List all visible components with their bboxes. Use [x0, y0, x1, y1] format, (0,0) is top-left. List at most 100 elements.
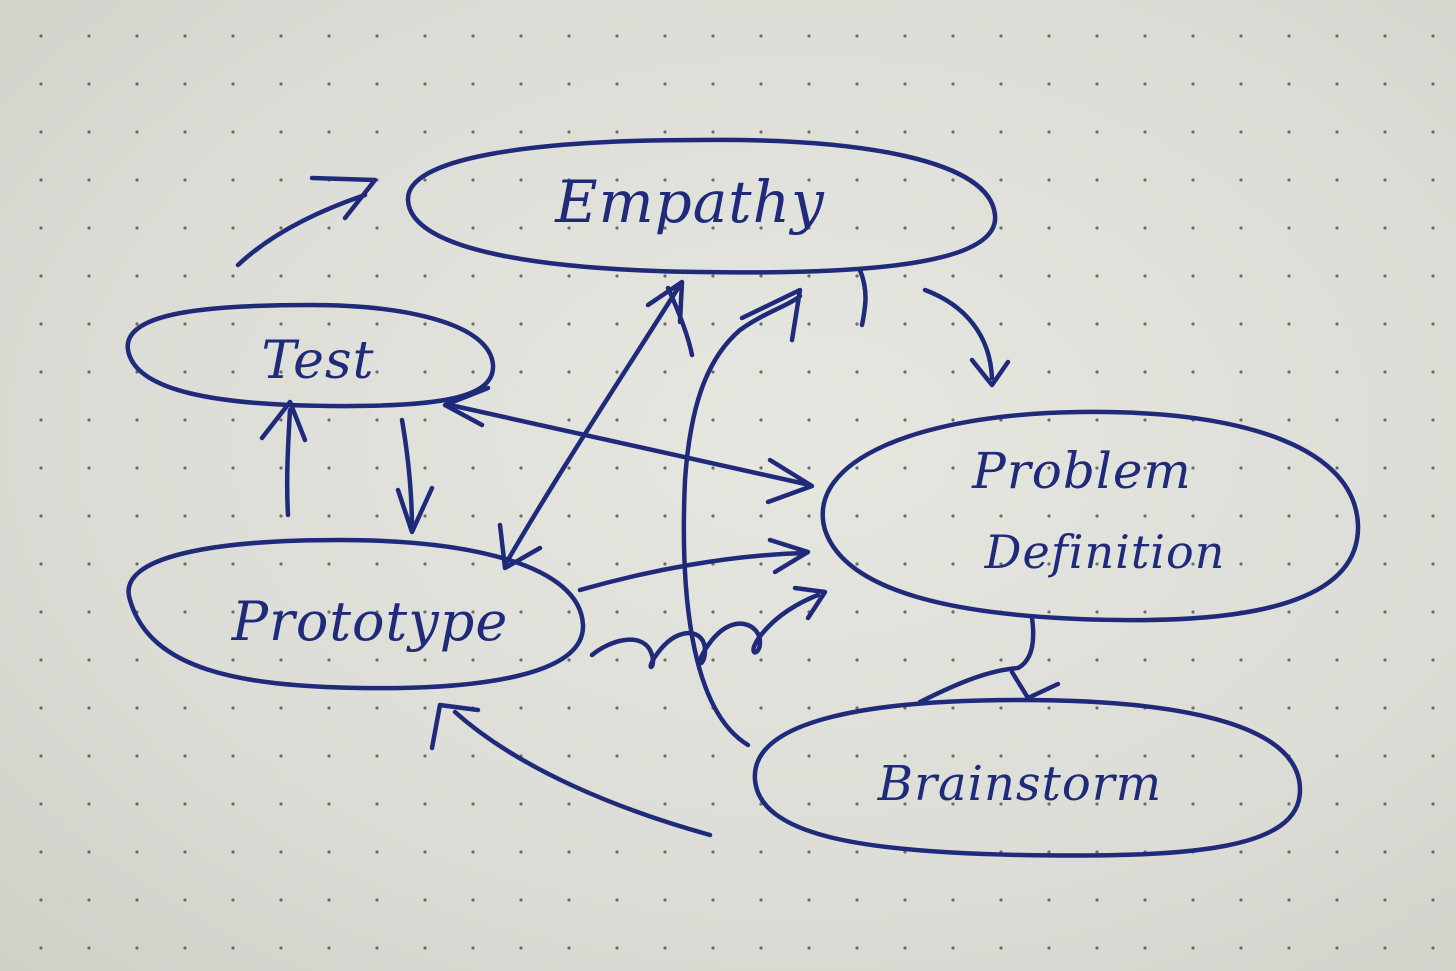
grid-dot	[183, 274, 187, 278]
grid-dot	[1095, 370, 1099, 374]
grid-dot	[1431, 418, 1435, 422]
grid-dot	[183, 562, 187, 566]
grid-dot	[1335, 706, 1339, 710]
grid-dot	[807, 754, 811, 758]
grid-dot	[231, 754, 235, 758]
grid-dot	[327, 322, 331, 326]
grid-dot	[567, 226, 571, 230]
problem-definition-label-line1: Problem	[971, 442, 1192, 500]
grid-dot	[183, 850, 187, 854]
grid-dot	[135, 466, 139, 470]
arrow-prototype-empathy-bidirectional	[497, 279, 685, 571]
grid-dot	[1383, 754, 1387, 758]
grid-dot	[39, 82, 43, 86]
grid-dot	[135, 226, 139, 230]
grid-dot	[39, 178, 43, 182]
grid-dot	[183, 82, 187, 86]
grid-dot	[903, 898, 907, 902]
grid-dot	[327, 130, 331, 134]
grid-dot	[711, 466, 715, 470]
grid-dot	[567, 34, 571, 38]
grid-dot	[807, 466, 811, 470]
grid-dot	[39, 130, 43, 134]
grid-dot	[1095, 658, 1099, 662]
grid-dot	[1431, 82, 1435, 86]
grid-dot	[1143, 370, 1147, 374]
grid-dot	[807, 850, 811, 854]
grid-dot	[759, 418, 763, 422]
grid-dot	[423, 82, 427, 86]
grid-dot	[423, 130, 427, 134]
grid-dot	[567, 802, 571, 806]
grid-dot	[1383, 898, 1387, 902]
grid-dot	[1335, 226, 1339, 230]
grid-dot	[1095, 34, 1099, 38]
grid-dot	[39, 610, 43, 614]
grid-dot	[135, 34, 139, 38]
grid-dot	[567, 322, 571, 326]
grid-dot	[1191, 466, 1195, 470]
grid-dot	[375, 850, 379, 854]
grid-dot	[279, 610, 283, 614]
grid-dot	[1239, 418, 1243, 422]
grid-dot	[663, 34, 667, 38]
grid-dot	[1431, 466, 1435, 470]
grid-dot	[1047, 898, 1051, 902]
grid-dot	[471, 802, 475, 806]
grid-dot	[1335, 754, 1339, 758]
grid-dot	[231, 370, 235, 374]
grid-dot	[759, 82, 763, 86]
grid-dot	[999, 178, 1003, 182]
grid-dot	[1191, 802, 1195, 806]
grid-dot	[951, 514, 955, 518]
grid-dot	[999, 754, 1003, 758]
grid-dot	[1143, 418, 1147, 422]
grid-dot	[663, 802, 667, 806]
grid-dot	[903, 610, 907, 614]
grid-dot	[1143, 466, 1147, 470]
grid-dot	[1239, 34, 1243, 38]
grid-dot	[375, 706, 379, 710]
grid-dot	[471, 130, 475, 134]
grid-dot	[231, 658, 235, 662]
grid-dot	[375, 946, 379, 950]
grid-dot	[471, 226, 475, 230]
grid-dot	[327, 706, 331, 710]
grid-dot	[39, 850, 43, 854]
grid-dot	[855, 754, 859, 758]
grid-dot	[951, 802, 955, 806]
grid-dot	[615, 130, 619, 134]
grid-dot	[1287, 34, 1291, 38]
arrow-brainstorm-to-empathy	[665, 285, 803, 748]
grid-dot	[87, 754, 91, 758]
grid-dot	[1287, 178, 1291, 182]
grid-dot	[711, 34, 715, 38]
grid-dot	[615, 274, 619, 278]
grid-dot	[567, 274, 571, 278]
grid-dot	[855, 178, 859, 182]
grid-dot	[807, 418, 811, 422]
grid-dot	[951, 274, 955, 278]
grid-dot	[951, 322, 955, 326]
grid-dot	[39, 658, 43, 662]
grid-dot	[423, 562, 427, 566]
grid-dot	[183, 754, 187, 758]
grid-dot	[519, 322, 523, 326]
grid-dot	[471, 514, 475, 518]
grid-dot	[231, 226, 235, 230]
grid-dot	[951, 418, 955, 422]
grid-dot	[711, 226, 715, 230]
grid-dot	[519, 946, 523, 950]
grid-dot	[1287, 562, 1291, 566]
grid-dot	[1143, 130, 1147, 134]
grid-dot	[1431, 610, 1435, 614]
grid-dot	[519, 82, 523, 86]
grid-dot	[855, 514, 859, 518]
grid-dot	[999, 898, 1003, 902]
grid-dot	[759, 706, 763, 710]
grid-dot	[231, 82, 235, 86]
grid-dot	[951, 658, 955, 662]
grid-dot	[135, 946, 139, 950]
grid-dot	[711, 754, 715, 758]
grid-dot	[615, 562, 619, 566]
